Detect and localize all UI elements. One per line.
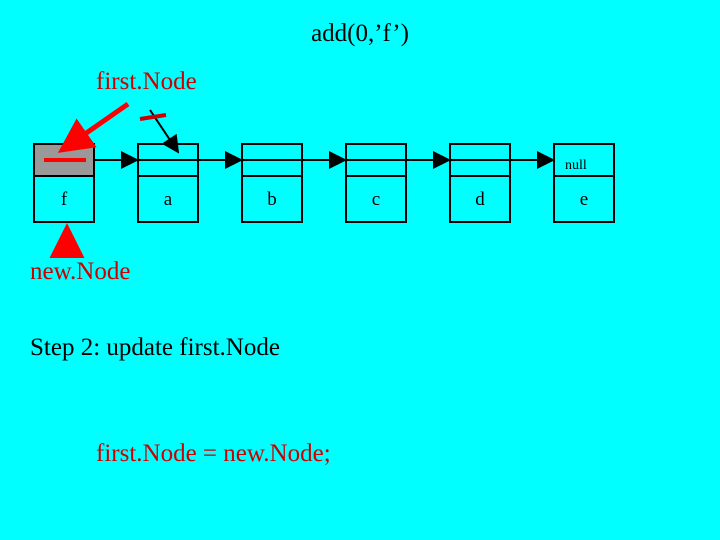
node-value-4: d	[475, 189, 485, 210]
node-box-5: e	[553, 143, 615, 223]
node-pointer-cell-2	[243, 145, 301, 177]
node-pointer-cell-5	[555, 145, 613, 177]
node-value-5: e	[579, 189, 589, 210]
node-box-3: c	[345, 143, 407, 223]
label-first-node: first.Node	[96, 68, 197, 95]
strike-through-mark	[139, 113, 167, 121]
page-title: add(0,’f’)	[311, 20, 409, 47]
node-box-0: f	[33, 143, 95, 223]
label-assignment-code: first.Node = new.Node;	[96, 440, 331, 467]
node-value-0: f	[60, 189, 68, 210]
node-value-3: c	[371, 189, 381, 210]
node-box-4: d	[449, 143, 511, 223]
node-pointer-cell-3	[347, 145, 405, 177]
node-pointer-cell-1	[139, 145, 197, 177]
node-pointer-cell-0	[35, 145, 93, 177]
node-box-2: b	[241, 143, 303, 223]
node-value-2: b	[267, 189, 277, 210]
node-pointer-cell-4	[451, 145, 509, 177]
label-step-text: Step 2: update first.Node	[30, 334, 280, 361]
node-box-1: a	[137, 143, 199, 223]
label-new-node: new.Node	[30, 258, 131, 285]
null-pointer-label: null	[565, 158, 587, 173]
node-value-1: a	[163, 189, 173, 210]
